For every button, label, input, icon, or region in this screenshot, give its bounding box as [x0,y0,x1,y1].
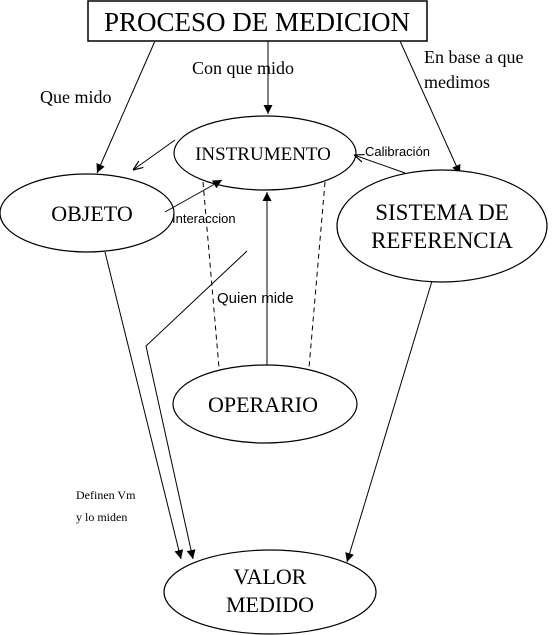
arrow-objeto-to-valor [104,251,184,560]
title-text: PROCESO DE MEDICION [104,7,410,37]
node-instrumento [173,115,357,191]
label-definen-line1: Definen Vm [76,488,136,502]
dashed-link-left [202,181,220,369]
node-sistema [336,169,548,283]
node-instrumento-label: INSTRUMENTO [195,144,331,165]
node-objeto [0,173,175,253]
label-interaccion: Interaccion [172,211,236,226]
node-valor-label-line2: MEDIDO [226,592,314,617]
arrow-operario-to-valor [145,250,248,560]
node-valor-label-line1: VALOR [234,564,307,589]
title-box [87,0,428,42]
node-operario [172,364,358,444]
label-quien-mide: Quien mide [217,290,294,307]
label-en-base-line2: medimos [424,72,490,92]
node-valor-medido [163,549,377,635]
label-definen-line2: y lo miden [76,510,127,524]
node-sistema-label-line2: REFERENCIA [371,228,513,253]
arrow-objeto-to-instrumento [164,179,223,213]
label-en-base-line1: En base a que [424,47,523,67]
arrow-sistema-to-valor [345,280,433,563]
dashed-link-right [308,181,326,369]
node-operario-label: OPERARIO [208,392,318,417]
arrow-title-to-sistema [399,40,461,175]
arrow-title-to-objeto [96,40,156,174]
node-sistema-label-line1: SISTEMA DE [375,200,509,225]
label-calibracion: Calibración [365,144,430,159]
arrow-sistema-to-instrumento [354,155,406,174]
label-que-mido: Que mido [40,87,112,107]
label-con-que-mido: Con que mido [192,58,294,78]
arrow-instrumento-to-objeto [133,139,176,170]
node-objeto-label: OBJETO [51,201,133,226]
